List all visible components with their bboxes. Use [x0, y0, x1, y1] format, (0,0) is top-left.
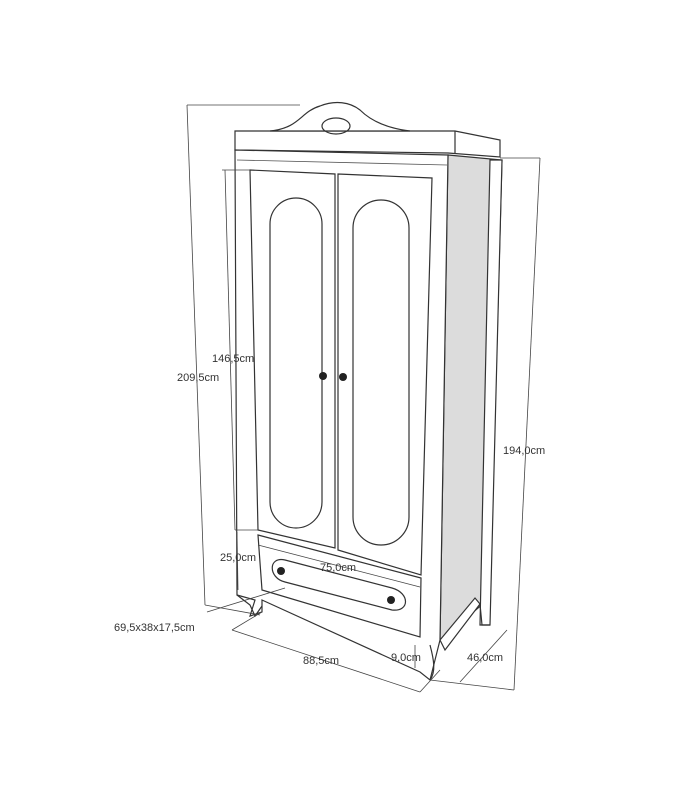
right-door	[337, 173, 433, 576]
total-height-label: 209,5cm	[177, 372, 219, 384]
total-width-label: 88,5cm	[303, 655, 339, 667]
drawer-inner-label: 69,5x38x17,5cm	[114, 622, 195, 634]
side-panel	[439, 154, 503, 652]
drawer	[257, 534, 422, 638]
drawer-knob-icon	[277, 567, 285, 575]
drawer-height-label: 25,0cm	[220, 552, 256, 564]
dimension-lines	[186, 104, 541, 693]
door-knob-icon	[339, 373, 347, 381]
drawer-knob-icon	[387, 596, 395, 604]
door-knob-icon	[319, 372, 327, 380]
door-height-label: 146,5cm	[212, 353, 254, 365]
leg-height-label: 9,0cm	[391, 652, 421, 664]
depth-label: 46,0cm	[467, 652, 503, 664]
left-door	[249, 169, 336, 549]
crown	[234, 101, 501, 158]
drawer-width-label: 75,0cm	[320, 562, 356, 574]
side-height-label: 194,0cm	[503, 445, 545, 457]
